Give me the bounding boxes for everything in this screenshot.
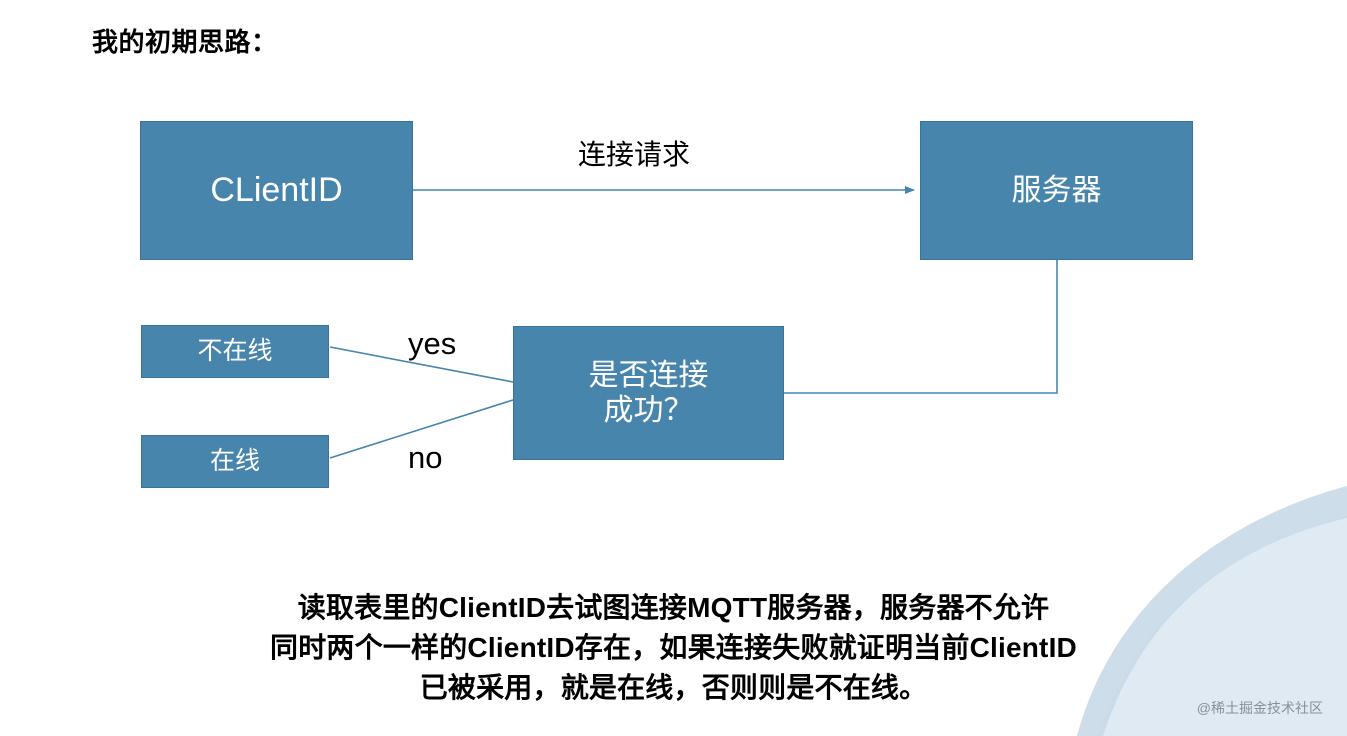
caption-line-2: 同时两个一样的ClientID存在，如果连接失败就证明当前ClientID	[270, 631, 1077, 663]
node-offline-label: 不在线	[197, 336, 273, 365]
node-online-label: 在线	[209, 446, 260, 475]
node-offline[interactable]: 不在线	[141, 325, 329, 378]
node-clientid-label: CLientID	[210, 171, 343, 210]
node-decision-label: 是否连接 成功？	[589, 358, 709, 429]
edge-label-connect-request: 连接请求	[578, 139, 691, 170]
edge-label-yes: yes	[408, 326, 457, 361]
node-clientid[interactable]: CLientID	[140, 121, 413, 260]
node-online[interactable]: 在线	[141, 435, 329, 488]
watermark: @稀土掘金技术社区	[1196, 700, 1323, 716]
node-decision[interactable]: 是否连接 成功？	[513, 326, 784, 460]
caption-text: 读取表里的ClientID去试图连接MQTT服务器，服务器不允许 同时两个一样的…	[0, 588, 1347, 707]
node-server-label: 服务器	[1011, 173, 1102, 207]
edge-label-no: no	[408, 440, 443, 475]
page-title: 我的初期思路：	[92, 27, 278, 57]
caption-line-3: 已被采用，就是在线，否则则是不在线。	[419, 671, 928, 703]
connector-server-to-decision	[784, 260, 1058, 394]
node-decision-label-line2: 成功？	[603, 394, 694, 427]
node-decision-label-line1: 是否连接	[588, 358, 709, 392]
node-server[interactable]: 服务器	[920, 121, 1193, 260]
caption-line-1: 读取表里的ClientID去试图连接MQTT服务器，服务器不允许	[297, 592, 1050, 623]
